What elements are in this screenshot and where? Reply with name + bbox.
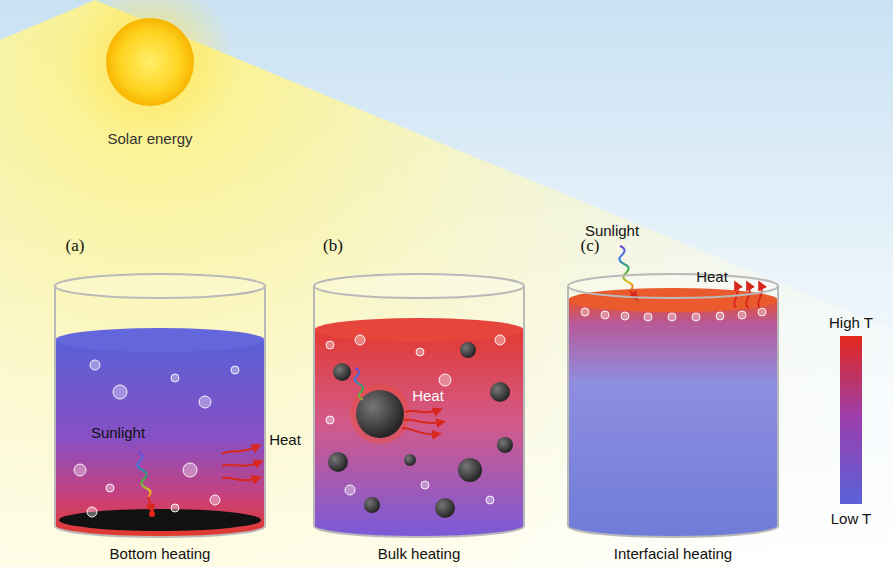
drawn-shape <box>523 286 525 526</box>
drawn-circle <box>333 363 351 381</box>
drawn-circle <box>106 484 114 492</box>
drawn-circle <box>326 341 334 349</box>
beaker-bottom-heating <box>55 274 265 537</box>
sunlight-label: Sunlight <box>585 222 639 239</box>
drawn-path <box>568 526 778 537</box>
beaker-interfacial-heating <box>568 246 778 537</box>
drawn-circle <box>416 348 424 356</box>
drawn-circle <box>171 504 179 512</box>
drawn-circle <box>345 485 355 495</box>
drawn-shape <box>567 286 569 526</box>
sun-icon <box>65 0 235 147</box>
drawn-shape <box>314 318 524 342</box>
drawn-circle <box>486 496 494 504</box>
drawn-circle <box>74 464 86 476</box>
drawn-circle <box>601 311 609 319</box>
drawn-shape <box>313 286 315 526</box>
heat-label: Heat <box>269 431 301 448</box>
drawn-path <box>222 462 260 466</box>
heat-label: Heat <box>412 387 444 404</box>
beaker-bulk-heating <box>314 274 524 537</box>
panel-caption: Interfacial heating <box>614 545 732 562</box>
drawn-path <box>402 428 438 434</box>
drawn-circle <box>581 308 589 316</box>
drawn-circle <box>668 313 676 321</box>
drawn-circle <box>231 366 239 374</box>
drawn-path <box>405 410 439 412</box>
drawn-circle <box>692 313 700 321</box>
drawn-circle <box>210 495 220 505</box>
drawn-circle <box>87 507 97 517</box>
drawn-circle <box>65 0 235 147</box>
drawn-shape <box>264 286 266 526</box>
drawn-circle <box>106 18 194 106</box>
drawn-circle <box>355 335 365 345</box>
drawn-circle <box>497 437 513 453</box>
drawn-circle <box>328 452 348 472</box>
drawn-shape <box>568 274 778 298</box>
drawn-path <box>314 526 524 537</box>
drawn-circle <box>439 374 451 386</box>
sun-label: Solar energy <box>107 130 192 147</box>
drawn-path <box>222 446 258 454</box>
drawn-circle <box>644 313 652 321</box>
drawn-path <box>55 340 265 537</box>
drawn-circle <box>716 312 724 320</box>
drawn-circle <box>199 396 211 408</box>
drawn-circle <box>460 342 476 358</box>
drawn-shape <box>55 274 265 298</box>
drawn-circle <box>326 416 334 424</box>
drawn-shape <box>777 286 779 526</box>
drawn-path <box>568 300 778 537</box>
drawn-circle <box>458 458 482 482</box>
panel-letter: (b) <box>323 236 343 255</box>
drawn-shape <box>55 328 265 352</box>
drawn-circle <box>183 463 197 477</box>
drawn-shape <box>314 274 524 298</box>
drawn-shape <box>314 274 524 298</box>
drawn-circle <box>113 385 127 399</box>
drawn-circle <box>356 390 404 438</box>
drawn-shape <box>55 274 265 298</box>
panel-caption: Bottom heating <box>110 545 211 562</box>
colorbar-label: Low T <box>831 510 872 527</box>
sunlight-label: Sunlight <box>91 424 145 441</box>
colorbar-label: High T <box>829 314 873 331</box>
drawn-circle <box>495 335 505 345</box>
drawn-circle <box>404 454 416 466</box>
drawn-shape <box>54 286 56 526</box>
drawn-path <box>404 420 442 423</box>
drawn-path <box>314 330 524 537</box>
temperature-colorbar <box>840 336 862 504</box>
drawn-circle <box>171 374 179 382</box>
drawn-path <box>148 497 152 510</box>
drawn-path <box>355 368 363 400</box>
drawn-circle <box>90 360 100 370</box>
panel-caption: Bulk heating <box>378 545 461 562</box>
drawn-path <box>55 526 265 537</box>
drawn-path <box>746 284 749 308</box>
drawn-shape <box>840 336 862 504</box>
drawn-path <box>758 284 761 308</box>
drawn-circle <box>149 511 155 517</box>
drawn-circle <box>421 481 429 489</box>
drawn-path <box>137 452 150 497</box>
drawn-circle <box>738 311 746 319</box>
drawn-circle <box>758 308 766 316</box>
drawn-circle <box>621 312 629 320</box>
panel-letter: (a) <box>66 236 85 255</box>
drawn-circle <box>490 382 510 402</box>
drawn-path <box>619 246 632 291</box>
drawn-circle <box>364 497 380 513</box>
heat-label: Heat <box>696 268 728 285</box>
drawn-circle <box>435 498 455 518</box>
drawn-path <box>222 478 258 481</box>
